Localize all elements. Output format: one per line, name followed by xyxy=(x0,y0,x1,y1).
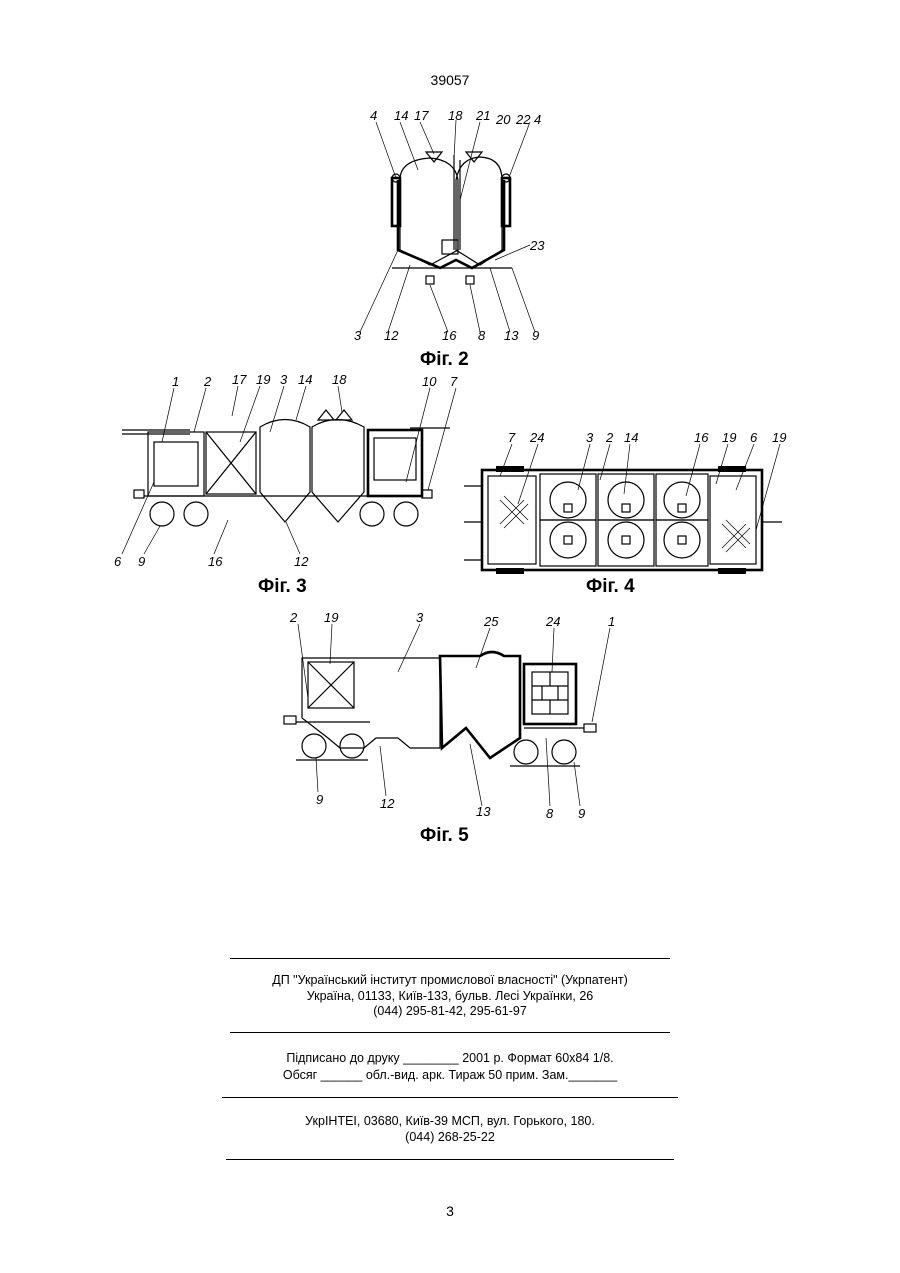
fig2-label-4b: 4 xyxy=(534,112,541,127)
fig3-right-window xyxy=(374,438,416,480)
fig2-label-18: 18 xyxy=(448,108,463,123)
fig3-wheel-4 xyxy=(394,502,418,526)
printer-line-1: УкрІНТЕІ, 03680, Київ-39 МСП, вул. Горьк… xyxy=(0,1114,900,1129)
fig4-label-2: 2 xyxy=(605,430,614,445)
fig4-mesh-left xyxy=(500,496,528,528)
fig3-tank-2 xyxy=(312,420,364,523)
fig3-right-cabin xyxy=(368,430,422,496)
fig3-label-19: 19 xyxy=(256,372,270,387)
fig2-label-4a: 4 xyxy=(370,108,377,123)
figure-4-drawing: 7 24 3 2 14 16 19 6 19 xyxy=(460,420,790,580)
fig4-label-6: 6 xyxy=(750,430,758,445)
fig5-label-13: 13 xyxy=(476,804,491,819)
footer-rule-4 xyxy=(226,1159,674,1160)
fig2-label-16: 16 xyxy=(442,328,457,343)
fig3-label-12: 12 xyxy=(294,554,309,569)
footer-rule-1 xyxy=(230,958,670,959)
fig3-label-10: 10 xyxy=(422,374,437,389)
fig2-label-22: 22 xyxy=(515,112,531,127)
fig2-label-20: 20 xyxy=(495,112,511,127)
fig3-wheel-3 xyxy=(360,502,384,526)
fig5-wheel-2 xyxy=(340,734,364,758)
fig4-label-14: 14 xyxy=(624,430,638,445)
fig2-label-17: 17 xyxy=(414,108,429,123)
figure-3-caption: Фіг. 3 xyxy=(258,576,307,598)
fig3-label-1: 1 xyxy=(172,374,179,389)
fig2-right-tank xyxy=(456,157,502,265)
fig4-label-7: 7 xyxy=(508,430,516,445)
fig3-label-14: 14 xyxy=(298,372,312,387)
fig3-label-3: 3 xyxy=(280,372,288,387)
fig2-label-21: 21 xyxy=(475,108,490,123)
figure-3-drawing: 1 2 17 19 3 14 18 10 7 6 9 16 12 xyxy=(110,372,460,572)
fig4-right-block xyxy=(710,476,756,564)
fig4-label-24: 24 xyxy=(529,430,544,445)
fig2-left-tank xyxy=(400,158,458,265)
fig3-label-17: 17 xyxy=(232,372,247,387)
fig5-label-12: 12 xyxy=(380,796,395,811)
fig5-label-9a: 9 xyxy=(316,792,323,807)
fig2-frame xyxy=(398,180,504,268)
fig4-label-19a: 19 xyxy=(722,430,736,445)
publisher-line-3: (044) 295-81-42, 295-61-97 xyxy=(0,1004,900,1019)
fig2-outlet-left xyxy=(426,276,434,284)
print-line-2: Обсяг ______ обл.-вид. арк. Тираж 50 при… xyxy=(0,1068,900,1083)
fig3-label-9: 9 xyxy=(138,554,145,569)
fig5-label-25: 25 xyxy=(483,614,499,629)
figure-2-caption: Фіг. 2 xyxy=(420,349,469,371)
fig2-label-9: 9 xyxy=(532,328,539,343)
fig5-label-8: 8 xyxy=(546,806,554,821)
fig2-label-14: 14 xyxy=(394,108,408,123)
fig2-label-12: 12 xyxy=(384,328,399,343)
fig3-label-18: 18 xyxy=(332,372,347,387)
fig4-label-16: 16 xyxy=(694,430,709,445)
fig4-label-19b: 19 xyxy=(772,430,786,445)
fig2-clamp-left xyxy=(392,178,400,226)
fig4-label-3: 3 xyxy=(586,430,594,445)
document-number: 39057 xyxy=(0,72,900,88)
fig3-label-16: 16 xyxy=(208,554,223,569)
fig5-label-19: 19 xyxy=(324,610,338,625)
footer-rule-2 xyxy=(230,1032,670,1033)
fig2-label-3: 3 xyxy=(354,328,362,343)
fig5-wheel-1 xyxy=(302,734,326,758)
fig3-label-6: 6 xyxy=(114,554,122,569)
printer-line-2: (044) 268-25-22 xyxy=(0,1130,900,1145)
figure-5-caption: Фіг. 5 xyxy=(420,825,469,847)
fig5-mesh-section xyxy=(440,652,520,758)
fig5-label-1: 1 xyxy=(608,614,615,629)
fig2-clamp-right xyxy=(502,178,510,226)
fig5-wheel-4 xyxy=(552,740,576,764)
fig4-mesh-right xyxy=(722,520,750,552)
fig5-label-2: 2 xyxy=(289,610,298,625)
fig2-label-23: 23 xyxy=(529,238,545,253)
fig5-wheel-3 xyxy=(514,740,538,764)
fig4-tank-grid xyxy=(540,474,708,566)
fig3-wheel-2 xyxy=(184,502,208,526)
figure-5-drawing: 2 19 3 25 24 1 9 12 13 8 9 xyxy=(280,608,620,828)
fig3-label-2: 2 xyxy=(203,374,212,389)
publisher-line-1: ДП "Український інститут промислової вла… xyxy=(0,973,900,988)
fig2-label-13: 13 xyxy=(504,328,519,343)
fig5-label-24: 24 xyxy=(545,614,560,629)
fig3-wheel-1 xyxy=(150,502,174,526)
footer-rule-3 xyxy=(222,1097,678,1098)
page-number: 3 xyxy=(0,1203,900,1219)
figure-4-caption: Фіг. 4 xyxy=(586,576,635,598)
fig5-label-9b: 9 xyxy=(578,806,585,821)
fig3-left-window xyxy=(154,442,198,486)
fig2-outlet-right xyxy=(466,276,474,284)
fig5-label-3: 3 xyxy=(416,610,424,625)
fig5-tank-body xyxy=(302,658,440,748)
fig3-tank-1 xyxy=(260,420,310,523)
print-line-1: Підписано до друку ________ 2001 р. Форм… xyxy=(0,1051,900,1066)
figure-2-drawing: 4 14 17 18 21 20 22 4 23 3 12 16 8 13 9 xyxy=(330,100,570,350)
fig3-label-7: 7 xyxy=(450,374,458,389)
publisher-line-2: Україна, 01133, Київ-133, бульв. Лесі Ук… xyxy=(0,989,900,1004)
fig2-label-8: 8 xyxy=(478,328,486,343)
